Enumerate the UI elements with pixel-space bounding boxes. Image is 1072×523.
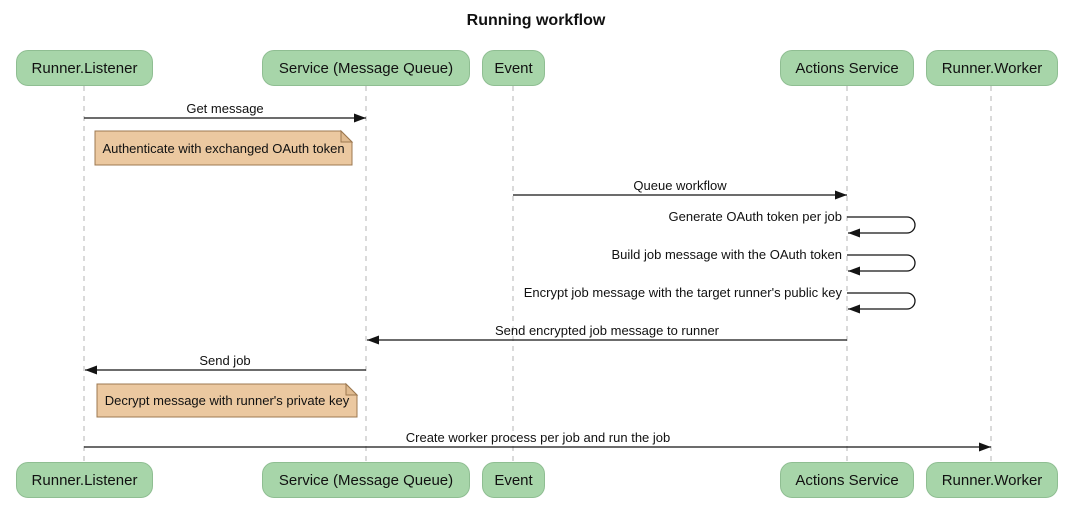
note-authenticate-fold (340, 129, 354, 143)
message-label-get-message: Get message (186, 101, 264, 116)
note-decrypt-fold (345, 382, 359, 396)
self-loop-generate-oauth-token (847, 216, 916, 238)
actor-top-runner-listener: Runner.Listener (16, 50, 153, 86)
note-authenticate-text: Authenticate with exchanged OAuth token (102, 140, 345, 156)
actor-top-service-message-queue: Service (Message Queue) (262, 50, 470, 86)
note-authenticate-shape (94, 130, 353, 166)
self-loop-build-job-message (847, 254, 916, 276)
actor-top-runner-worker: Runner.Worker (926, 50, 1058, 86)
note-decrypt-text: Decrypt message with runner's private ke… (104, 393, 350, 408)
actor-label: Runner.Listener (31, 59, 138, 77)
actor-bottom-runner-worker: Runner.Worker (926, 462, 1058, 498)
actor-label: Actions Service (795, 59, 899, 77)
actor-bottom-event: Event (482, 462, 545, 498)
self-loop-encrypt-job-message (847, 292, 916, 314)
actor-bottom-service-message-queue: Service (Message Queue) (262, 462, 470, 498)
actor-label: Actions Service (795, 471, 899, 489)
note-decrypt-shape (96, 383, 358, 418)
actor-label: Service (Message Queue) (278, 471, 454, 489)
actor-bottom-runner-listener: Runner.Listener (16, 462, 153, 498)
diagram-title: Running workflow (466, 12, 606, 29)
message-label-encrypt-job-message: Encrypt job message with the target runn… (523, 285, 842, 300)
actor-label: Event (494, 471, 533, 489)
message-label-send-job: Send job (199, 353, 251, 368)
message-label-build-job-message: Build job message with the OAuth token (611, 247, 842, 262)
actor-label: Runner.Worker (941, 471, 1043, 489)
actor-top-actions-service: Actions Service (780, 50, 914, 86)
message-label-send-encrypted-job-message: Send encrypted job message to runner (494, 323, 720, 338)
actor-top-event: Event (482, 50, 545, 86)
actor-bottom-actions-service: Actions Service (780, 462, 914, 498)
actor-label: Event (494, 59, 533, 77)
actor-label: Runner.Listener (31, 471, 138, 489)
message-label-create-worker-process: Create worker process per job and run th… (405, 430, 671, 445)
actor-label: Service (Message Queue) (278, 59, 454, 77)
actor-label: Runner.Worker (941, 59, 1043, 77)
message-label-generate-oauth-token: Generate OAuth token per job (668, 209, 842, 224)
message-label-queue-workflow: Queue workflow (633, 178, 727, 193)
